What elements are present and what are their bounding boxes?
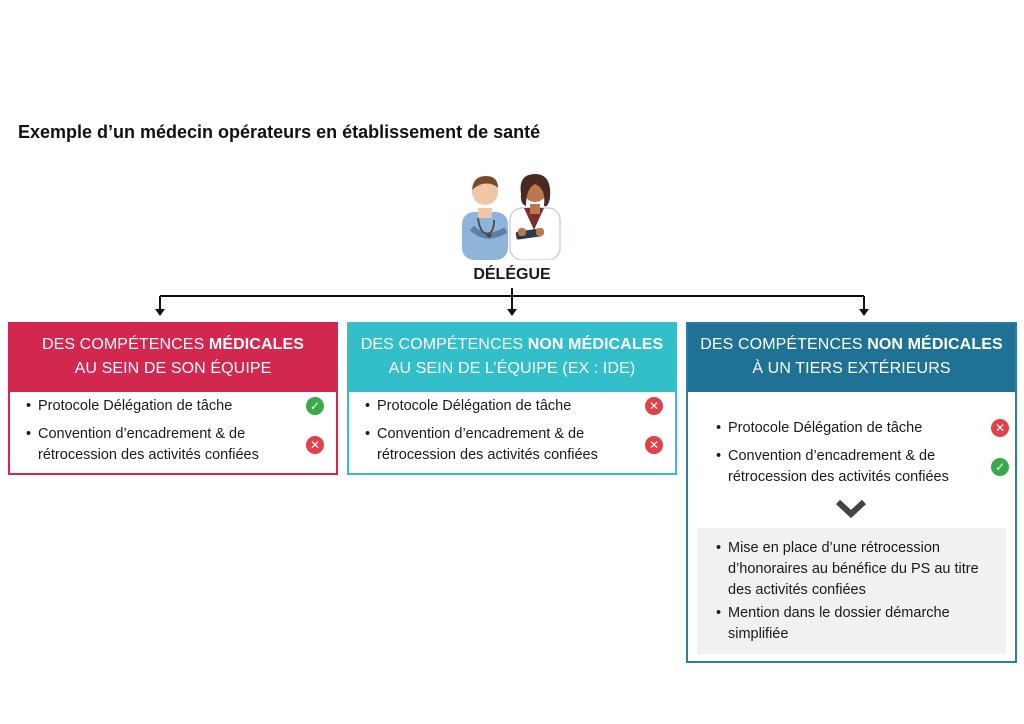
result-box: • Mise en place d’une rétrocession d’hon… — [697, 528, 1006, 654]
list-item: • Convention d’encadrement & de rétroces… — [716, 448, 949, 485]
card-header: DES COMPÉTENCES NON MÉDICALES AU SEIN DE… — [349, 324, 675, 392]
arrow-down-icon — [507, 309, 517, 316]
card-header: DES COMPÉTENCES NON MÉDICALES À UN TIERS… — [688, 324, 1015, 392]
cross-circle-icon: ✕ — [991, 419, 1009, 437]
cross-circle-icon: ✕ — [645, 397, 663, 415]
arrow-down-icon — [859, 309, 869, 316]
list-item: • Convention d’encadrement & de rétroces… — [365, 426, 598, 463]
check-circle-icon: ✓ — [991, 458, 1009, 476]
check-circle-icon: ✓ — [306, 397, 324, 415]
card-header: DES COMPÉTENCES MÉDICALES AU SEIN DE SON… — [10, 324, 336, 392]
list-item: • Protocole Délégation de tâche — [716, 420, 923, 436]
page-title: Exemple d’un médecin opérateurs en établ… — [18, 122, 541, 142]
card-medicales-equipe: DES COMPÉTENCES MÉDICALES AU SEIN DE SON… — [8, 322, 338, 475]
doctors-illustration — [462, 174, 561, 260]
cross-circle-icon: ✕ — [645, 436, 663, 454]
arrow-down-icon — [155, 309, 165, 316]
delegue-label: DÉLÉGUE — [473, 266, 551, 283]
list-item: • Protocole Délégation de tâche — [26, 398, 233, 414]
list-item: • Convention d’encadrement & de rétroces… — [26, 426, 259, 463]
card-non-medicales-equipe: DES COMPÉTENCES NON MÉDICALES AU SEIN DE… — [347, 322, 677, 475]
chevron-down-icon — [836, 499, 866, 519]
list-item: • Protocole Délégation de tâche — [365, 398, 572, 414]
list-item: • Mise en place d’une rétrocession d’hon… — [716, 540, 979, 598]
cross-circle-icon: ✕ — [306, 436, 324, 454]
list-item: • Mention dans le dossier démarche simpl… — [716, 605, 950, 642]
